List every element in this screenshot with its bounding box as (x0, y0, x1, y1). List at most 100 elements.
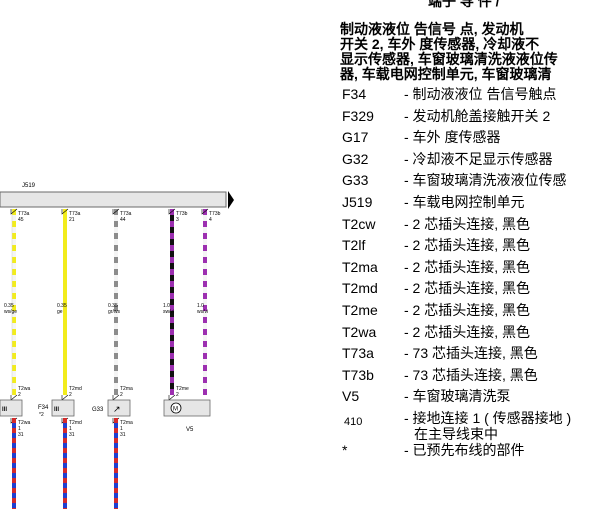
legend-desc: - 制动液液位 告信号触点 (404, 86, 557, 102)
g33-label: G33 (92, 407, 104, 413)
legend-desc: - 车窗玻璃清洗泵 (404, 388, 511, 405)
svg-text:0.35: 0.35 (4, 303, 14, 309)
j519-control-unit-box (0, 191, 227, 208)
svg-text:T2me: T2me (176, 386, 189, 392)
svg-text:31: 31 (69, 432, 75, 438)
svg-text:1: 1 (18, 426, 21, 432)
ground-wires (12, 418, 118, 509)
component-connector-labels: T2wa 2 T2md 2 T2ma 2 T2me 2 (10, 386, 189, 401)
legend-desc: - 冷却液不足显示传感器 (404, 150, 553, 167)
svg-text:lll: lll (2, 407, 7, 413)
j519-label: J519 (22, 183, 36, 189)
legend-desc: - 已预先布线的部件 (404, 441, 525, 458)
legend-desc: - 2 芯插头连接, 黑色 (404, 258, 531, 275)
f34-label: F34 (38, 405, 49, 411)
svg-text:1.0: 1.0 (163, 303, 170, 309)
component-pin-labels: T2wa 1 31 T2md 1 31 T2ma 1 31 (10, 417, 133, 438)
svg-text:1: 1 (120, 426, 123, 432)
svg-text:lll: lll (54, 407, 59, 413)
title-line-3: 显示传感器, 车窗玻璃清洗液液位传 (340, 51, 558, 67)
wiring-diagram: J519 T73a 45 T73a 21 T73a 44 T73b 3 T73b… (0, 183, 234, 509)
svg-text:T2md: T2md (69, 386, 82, 392)
legend-code: G33 (342, 172, 369, 189)
svg-text:31: 31 (120, 432, 126, 438)
header-fragment: 端子 导 件 / (428, 0, 500, 9)
v5-label: V5 (186, 427, 194, 433)
svg-text:T2md: T2md (69, 420, 82, 426)
motor-icon (170, 402, 182, 414)
legend-desc: - 2 芯插头连接, 黑色 (404, 323, 531, 340)
svg-text:ge: ge (57, 309, 63, 315)
legend-desc: - 车载电网控制单元 (404, 193, 525, 210)
legend-code: * (342, 441, 348, 458)
svg-text:T2wa: T2wa (18, 386, 30, 392)
legend-code: T2md (342, 280, 378, 297)
svg-text:T73a: T73a (120, 211, 132, 217)
g33-component-box (107, 399, 131, 417)
wire-layer (11, 209, 207, 395)
legend-panel: 端子 导 件 / 制动液液位 告信号 点, 发动机 开关 2, 车外 度传感器,… (340, 0, 609, 509)
svg-text:45: 45 (18, 217, 24, 223)
svg-text:2: 2 (69, 392, 72, 398)
legend-desc-line-2: 在主导线束中 (414, 425, 498, 442)
svg-text:1: 1 (69, 426, 72, 432)
wire-spec-labels: 0.35 ws/ge 0.35 ge 0.35 gr/ws 1.0 sw/vi … (4, 303, 208, 315)
svg-text:T2wa: T2wa (18, 420, 30, 426)
legend-code: T73a (342, 345, 374, 362)
component-boxes: lll lll F34 *2 ↗ G33 M V5 (0, 399, 211, 433)
svg-text:0.35: 0.35 (57, 303, 67, 309)
legend-desc: - 车外 度传感器 (404, 129, 501, 146)
legend-code: T2ma (342, 258, 378, 275)
legend-desc: - 73 芯插头连接, 黑色 (404, 366, 538, 383)
legend-desc: - 2 芯插头连接, 黑色 (404, 215, 531, 232)
legend-code: G17 (342, 129, 369, 146)
svg-text:gr/ws: gr/ws (108, 309, 120, 315)
legend-desc-line-1: - 接地连接 1 ( 传感器接地 ) (404, 409, 572, 426)
sensor-symbol-icon: ↗ (113, 404, 121, 414)
svg-text:0.35: 0.35 (108, 303, 118, 309)
svg-text:ws/vi: ws/vi (197, 309, 208, 315)
svg-text:44: 44 (120, 217, 126, 223)
legend-code: T2wa (342, 323, 377, 340)
svg-text:T2ma: T2ma (120, 386, 133, 392)
top-connector-labels: T73a 45 T73a 21 T73a 44 T73b 3 T73b 4 (10, 208, 221, 223)
title-line-4: 器, 车载电网控制单元, 车窗玻璃清 (340, 66, 552, 82)
svg-text:T73b: T73b (176, 211, 188, 217)
svg-text:T2ma: T2ma (120, 420, 133, 426)
svg-text:T73a: T73a (18, 211, 30, 217)
svg-text:2: 2 (120, 392, 123, 398)
legend-code: F34 (342, 86, 367, 102)
title-line-1: 制动液液位 告信号 点, 发动机 (340, 21, 524, 37)
svg-text:31: 31 (18, 432, 24, 438)
j519-continuation-arrow-icon (228, 191, 234, 209)
svg-text:T73a: T73a (69, 211, 81, 217)
legend-desc: - 接地连接 1 ( 传感器接地 )在主导线束中 (404, 410, 571, 442)
svg-text:21: 21 (69, 217, 75, 223)
legend-code: J519 (342, 193, 373, 210)
legend-desc: - 73 芯插头连接, 黑色 (404, 345, 538, 362)
svg-text:4: 4 (209, 217, 212, 223)
legend-desc: - 2 芯插头连接, 黑色 (404, 280, 531, 297)
f34-component-box (51, 399, 75, 417)
svg-text:1.0: 1.0 (197, 303, 204, 309)
legend-code: 410 (344, 415, 363, 428)
svg-text:sw/vi: sw/vi (163, 309, 174, 315)
legend-code: T2lf (342, 237, 366, 254)
legend-desc: - 发动机舱盖接触开关 2 (404, 107, 551, 124)
legend-code: T2cw (342, 215, 376, 232)
legend-desc: - 车窗玻璃清洗液液位传感 (404, 172, 567, 189)
legend-desc: - 2 芯插头连接, 黑色 (404, 237, 531, 254)
f34-sub-label: *2 (39, 412, 44, 418)
svg-text:ws/ge: ws/ge (4, 309, 17, 315)
legend-code: T2me (342, 301, 378, 318)
svg-text:T73b: T73b (209, 211, 221, 217)
svg-text:M: M (173, 407, 178, 413)
diagram-title: 制动液液位 告信号 点, 发动机 开关 2, 车外 度传感器, 冷却液不 显示传… (340, 22, 609, 82)
legend-code: G32 (342, 150, 369, 167)
legend-code: T73b (342, 366, 374, 383)
svg-text:2: 2 (176, 392, 179, 398)
svg-text:3: 3 (176, 217, 179, 223)
title-line-2: 开关 2, 车外 度传感器, 冷却液不 (340, 36, 540, 52)
legend-desc: - 2 芯插头连接, 黑色 (404, 301, 531, 318)
svg-text:2: 2 (18, 392, 21, 398)
